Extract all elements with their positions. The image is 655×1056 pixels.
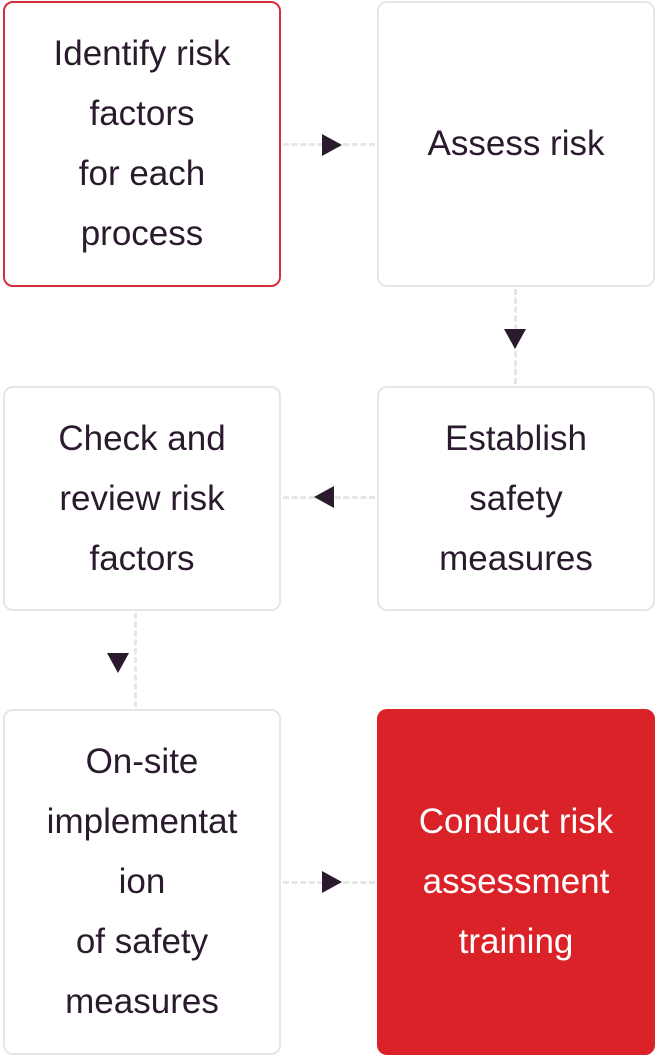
arrow-down-icon xyxy=(504,329,526,349)
step-identify-risk-factors: Identify risk factors for each process xyxy=(3,1,281,287)
step-label: Assess risk xyxy=(427,124,605,163)
arrow-right-icon xyxy=(322,134,342,156)
arrow-down-icon xyxy=(107,653,129,673)
step-check-review-risk-factors: Check and review risk factors xyxy=(3,386,281,611)
step-label: Check and review risk factors xyxy=(58,418,226,578)
step-establish-safety-measures: Establish safety measures xyxy=(377,386,655,611)
dashed-line xyxy=(134,613,137,707)
arrow-right-icon xyxy=(322,871,342,893)
arrow-left-icon xyxy=(314,486,334,508)
step-label: Identify risk factors for each process xyxy=(53,34,231,253)
step-label: On-site implementat ion of safety measur… xyxy=(46,742,238,1021)
step-onsite-implementation: On-site implementat ion of safety measur… xyxy=(3,709,281,1055)
step-label: Conduct risk assessment training xyxy=(418,802,614,961)
step-label: Establish safety measures xyxy=(439,418,593,578)
step-assess-risk: Assess risk xyxy=(377,1,655,287)
step-conduct-training: Conduct risk assessment training xyxy=(377,709,655,1055)
